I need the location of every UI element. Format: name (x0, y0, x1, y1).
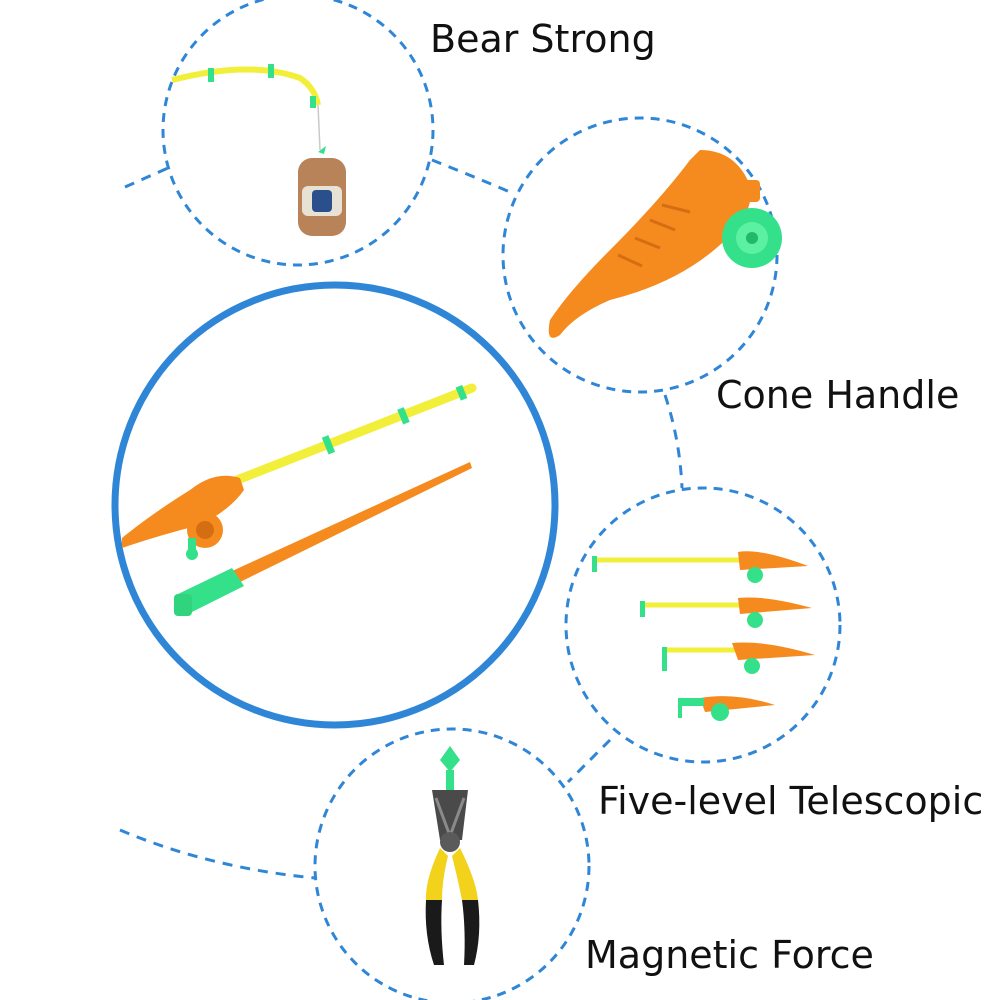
feature-label-cone-handle: Cone Handle (716, 373, 960, 417)
telescopic-circle (564, 486, 842, 764)
bent-rod-with-bottle-icon (171, 64, 346, 236)
bear-strong-circle (161, 0, 435, 267)
magnetic-circle (313, 727, 591, 1000)
dashed-connectors (119, 158, 684, 880)
main-rod-circle (111, 281, 559, 729)
cone-handle-circle (501, 116, 779, 394)
fishing-rod-pair-icon (122, 383, 477, 616)
pliers-with-magnet-icon (425, 746, 480, 965)
cone-handle-icon (548, 150, 782, 338)
feature-label-magnetic-force: Magnetic Force (585, 933, 874, 977)
feature-label-five-level-telescopic: Five-level Telescopic (598, 779, 984, 823)
telescopic-rods-icon (592, 551, 815, 721)
feature-label-bear-strong: Bear Strong (430, 17, 656, 61)
